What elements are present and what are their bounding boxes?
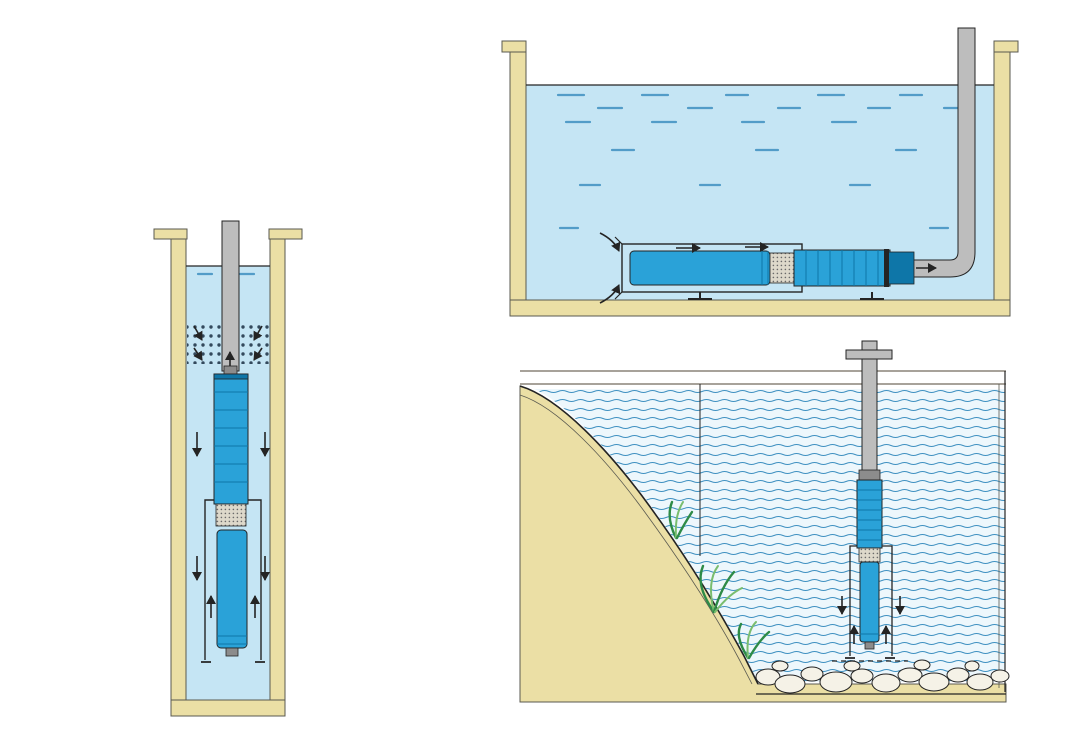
suction-strainer-pond	[858, 547, 881, 563]
tank-water-dashes	[556, 93, 964, 230]
flow-arrows-pond	[837, 596, 905, 644]
bed-stones	[755, 659, 1010, 694]
pond-water-waves	[534, 389, 1005, 682]
ground-cap-left	[153, 228, 188, 240]
motor-end-lines	[217, 635, 247, 645]
cooling-shroud-pond	[849, 545, 893, 656]
slope-inner-line	[519, 394, 753, 685]
support-stands	[688, 292, 884, 300]
plant-tuft-middle	[699, 564, 743, 614]
borehole-panel	[153, 220, 303, 717]
pump-stage-stack	[213, 373, 249, 505]
well-bottom	[170, 699, 286, 717]
tank-panel	[501, 27, 1019, 317]
motor-body	[216, 529, 248, 649]
pump-stage-bands	[214, 391, 248, 483]
plant-tuft-lower	[737, 621, 771, 660]
tank-wall-right	[993, 50, 1011, 317]
suction-strainer-horizontal	[769, 252, 795, 284]
motor-body-horizontal	[629, 250, 771, 286]
flow-arrows-up-inside-shroud	[206, 595, 260, 618]
pond-panel	[519, 340, 1010, 703]
pipe-top-stub	[861, 340, 878, 351]
tank-floor	[509, 299, 1011, 317]
pump-stage-bands	[805, 250, 879, 286]
motor-end-lines	[761, 251, 769, 285]
discharge-flange	[884, 249, 889, 287]
riser-pipe-pond	[861, 358, 878, 480]
suction-strainer	[215, 503, 247, 527]
cooling-shroud	[204, 499, 262, 660]
ground-cap-right	[268, 228, 303, 240]
flow-arrows-down	[192, 432, 270, 581]
check-valve-horizontal	[887, 251, 915, 285]
slope-surface-line	[519, 385, 759, 685]
tank-wall-left	[509, 50, 527, 317]
plant-tuft-upper	[668, 500, 694, 540]
pump-stage-stack-pond	[856, 479, 883, 549]
motor-end-stub-pond	[864, 641, 875, 650]
well-wall-left	[170, 237, 187, 703]
riser-pipe	[221, 220, 240, 372]
intake-arrows	[599, 232, 621, 304]
shroud-inlet-flare	[614, 236, 623, 300]
motor-body-pond	[859, 561, 880, 643]
hanger-flange-plate	[845, 349, 893, 360]
tank-rim-left	[501, 40, 527, 53]
well-wall-right	[269, 237, 286, 703]
pump-top-collar	[213, 373, 249, 380]
pump-stage-bands	[857, 489, 882, 541]
motor-end-stub	[225, 647, 239, 657]
inflow-arrows	[193, 325, 263, 361]
pipe-collar	[858, 469, 881, 481]
tank-rim-right	[993, 40, 1019, 53]
